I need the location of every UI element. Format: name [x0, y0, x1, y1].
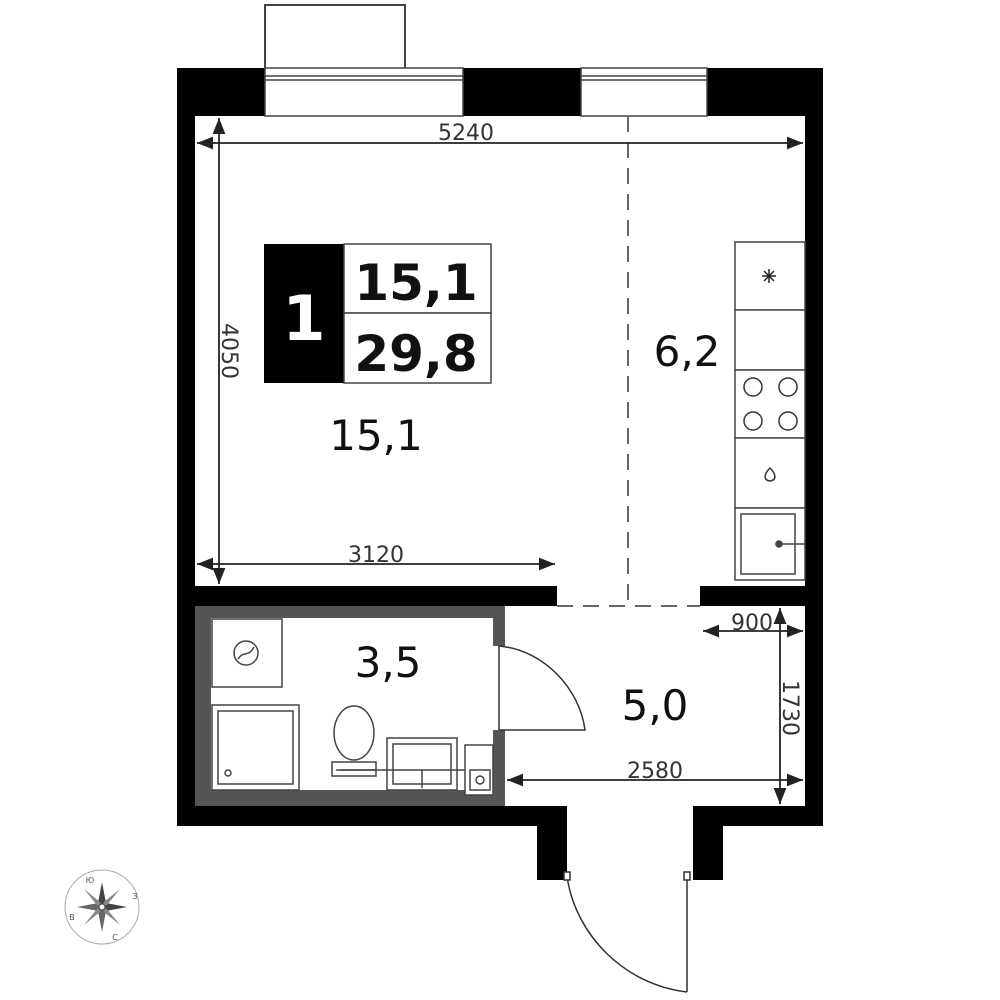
outer-walls	[177, 68, 823, 880]
bathroom-walls	[195, 606, 505, 806]
room-area-bathroom: 3,5	[355, 638, 422, 687]
bathroom-door[interactable]	[498, 645, 586, 731]
washing-machine-icon	[211, 618, 283, 688]
dimension-lines	[197, 117, 803, 804]
badge-rooms: 1	[282, 282, 325, 355]
window-right	[580, 67, 708, 117]
sink-icon	[740, 513, 805, 575]
entrance-door[interactable]	[563, 871, 691, 993]
compass-west: Ю	[86, 876, 95, 885]
balcony	[264, 4, 406, 71]
room-area-kitchen: 6,2	[654, 327, 721, 376]
washbasin-icon	[340, 737, 490, 791]
dim-width-living: 3120	[348, 543, 404, 568]
shower-icon	[211, 704, 300, 791]
fridge-snowflake-icon	[762, 269, 776, 283]
kitchen-zone-boundary	[557, 116, 700, 607]
badge-total-area: 29,8	[354, 325, 477, 383]
dim-hall-width: 2580	[627, 759, 683, 784]
compass-south: В	[69, 913, 75, 922]
dim-hall-height: 1730	[777, 680, 802, 736]
room-area-living: 15,1	[329, 411, 423, 460]
dishwasher-icon	[764, 466, 776, 482]
room-area-hall: 5,0	[622, 681, 689, 730]
compass-east: С	[112, 933, 118, 942]
badge-living-area: 15,1	[354, 254, 477, 312]
dim-width-total: 5240	[438, 121, 494, 146]
window-left	[264, 67, 464, 117]
area-badge: 1 15,1 29,8	[264, 243, 492, 384]
compass-north: З	[132, 892, 137, 901]
dim-height-living: 4050	[216, 323, 241, 379]
stove-icon	[743, 377, 798, 431]
dim-hall-niche: 900	[731, 611, 773, 636]
floor-drain-icon	[464, 744, 494, 796]
kitchen-unit	[734, 241, 806, 581]
toilet-icon	[331, 705, 377, 777]
compass-rose-icon: Ю З В С	[64, 869, 140, 945]
